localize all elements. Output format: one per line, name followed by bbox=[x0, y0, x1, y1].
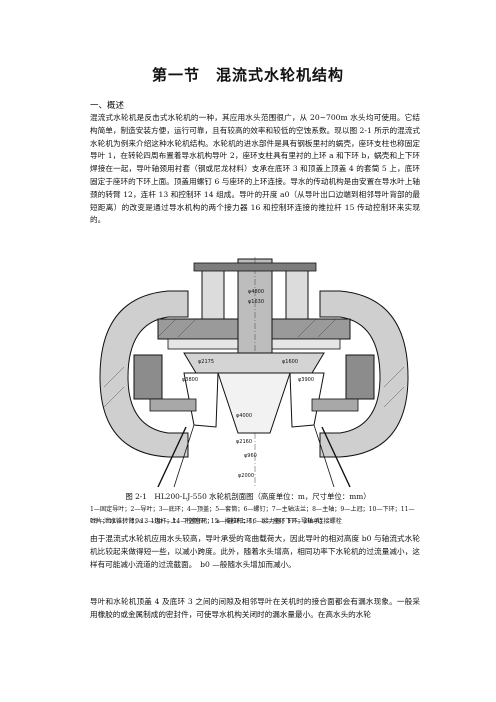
paragraph-guide-vane-height: 由于混流式水轮机应用水头较高，导叶承受的弯曲载荷大，因此导叶的相对高度 b0 与… bbox=[90, 534, 420, 569]
dim-label: φ1630 bbox=[248, 299, 264, 305]
dim-label: φ2160 bbox=[236, 439, 252, 445]
dim-label: φ2000 bbox=[238, 473, 254, 479]
dim-label: φ2175 bbox=[198, 359, 214, 365]
page-title: 第一节 混流式水轮机结构 bbox=[151, 66, 344, 84]
dim-label: φ3900 bbox=[298, 377, 314, 383]
dim-label: φ960 bbox=[244, 453, 257, 459]
dim-label: φ4000 bbox=[236, 413, 252, 419]
figure-caption: 图 2-1 HL200-LJ-550 水轮机剖面图（高度单位：m，尺寸单位：mm… bbox=[125, 492, 371, 501]
paragraph-sealing: 导叶和水轮机顶盖 4 及底环 3 之间的间隙及相邻导叶在关机时的接合面都会有漏水… bbox=[90, 597, 420, 619]
figure-legend-line: 18—泄水锥； 19a 、19b —上、下迷宫环； a —座环上环； b —座环… bbox=[90, 518, 342, 525]
dim-label: φ3800 bbox=[182, 377, 198, 383]
paragraph-intro: 混流式水轮机是反击式水轮机的一种，其应用水头范围很广，从 20~700m 水头均… bbox=[90, 113, 420, 225]
figure-legend-line: 1—固定导叶；2—导叶；3—底环；4—顶盖；5—套筒；6—螺钉；7—主轴法兰；8… bbox=[90, 506, 415, 525]
section-heading: 一、概述 bbox=[90, 101, 125, 111]
turbine-section-drawing: φ4800 φ1630 φ2175 φ1600 φ3800 φ3900 φ400… bbox=[98, 257, 410, 489]
dim-label: φ1600 bbox=[282, 359, 298, 365]
dim-label: φ4800 bbox=[248, 289, 264, 295]
